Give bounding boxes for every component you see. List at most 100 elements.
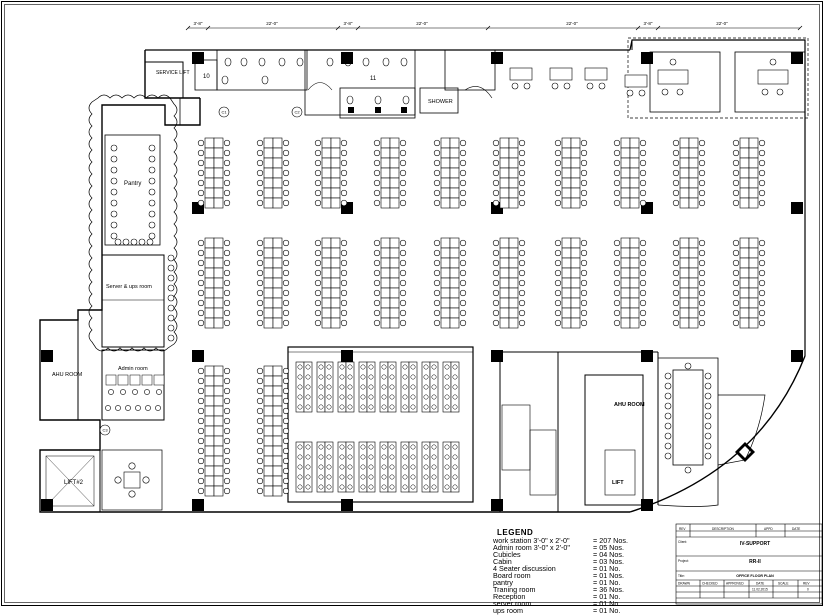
- workstation-desk: [748, 177, 759, 189]
- chair-icon: [554, 309, 562, 317]
- chair-icon: [256, 189, 264, 197]
- chair-icon: [492, 169, 500, 177]
- discussion-table: [123, 471, 141, 489]
- structural-column: [791, 52, 803, 64]
- sheet-inner-border: [4, 4, 820, 603]
- chair-icon: [554, 189, 562, 197]
- chair-icon: [373, 279, 381, 287]
- chair-icon: [580, 139, 588, 147]
- chair-icon: [626, 89, 634, 97]
- chair-icon: [444, 484, 450, 490]
- chair-icon: [256, 309, 264, 317]
- chair-icon: [223, 169, 231, 177]
- chair-icon: [684, 466, 692, 474]
- block-head: REV: [803, 582, 810, 586]
- chair-icon: [318, 374, 324, 380]
- chair-icon: [698, 149, 706, 157]
- workstation-desk: [204, 405, 215, 417]
- chair-icon: [223, 457, 231, 465]
- workstation-desk: [499, 317, 510, 329]
- chair-icon: [297, 464, 303, 470]
- chair-icon: [431, 444, 437, 450]
- structural-column: [341, 499, 353, 511]
- workstation-desk: [263, 237, 274, 249]
- chair-icon: [282, 289, 290, 297]
- chair-icon: [399, 269, 407, 277]
- chair-icon: [664, 382, 672, 390]
- chair-icon: [282, 159, 290, 167]
- chair-icon: [223, 149, 231, 157]
- revision-cloud: [88, 94, 178, 352]
- workstation-desk: [739, 187, 750, 199]
- rev-head: DATE: [792, 527, 800, 531]
- chair-icon: [318, 464, 324, 470]
- workstation-desk: [263, 395, 274, 407]
- legend: LEGEND work station 3'-0" x 2'-0"= 207 N…: [493, 529, 633, 615]
- title-block-text: REV DESCRIPTION APPD DATE Client: IV-SUP…: [678, 527, 810, 592]
- dashed-zone: [627, 37, 809, 119]
- chair-icon: [664, 422, 672, 430]
- toilet-fixtures: [221, 57, 410, 113]
- structural-column: [791, 202, 803, 214]
- workstation-desk: [739, 157, 750, 169]
- chair-icon: [672, 139, 680, 147]
- chair-icon: [580, 249, 588, 257]
- chair-icon: [580, 149, 588, 157]
- chair-icon: [698, 289, 706, 297]
- chair-icon: [314, 289, 322, 297]
- legend-item: 4 Seater discussion= 01 No.: [493, 565, 633, 572]
- workstation-desk: [321, 237, 332, 249]
- workstation-desk: [748, 157, 759, 169]
- workstation-desk: [213, 137, 224, 149]
- chair-icon: [452, 374, 458, 380]
- chair-icon: [256, 269, 264, 277]
- chair-icon: [314, 269, 322, 277]
- block-head: SCALE: [778, 582, 788, 586]
- chair-icon: [340, 139, 348, 147]
- chair-icon: [389, 364, 395, 370]
- chair-icon: [282, 447, 290, 455]
- workstation-desk: [330, 307, 341, 319]
- structural-column: [192, 350, 204, 362]
- workstation-desk: [204, 465, 215, 477]
- chair-icon: [433, 169, 441, 177]
- chair-icon: [256, 377, 264, 385]
- chair-icon: [492, 309, 500, 317]
- chair-icon: [282, 269, 290, 277]
- workstation-desk: [263, 137, 274, 149]
- toilet-block: [144, 49, 496, 119]
- dimension-label: 22'-0": [566, 21, 578, 26]
- workstation-desk: [330, 287, 341, 299]
- workstation-desk: [389, 137, 400, 149]
- chair-icon: [197, 457, 205, 465]
- workstation-desk: [380, 147, 391, 159]
- chair-icon: [197, 139, 205, 147]
- chair-icon: [282, 169, 290, 177]
- chair-icon: [639, 169, 647, 177]
- chair-icon: [672, 189, 680, 197]
- workstation-desk: [570, 257, 581, 269]
- dimension-label: 3'-8": [644, 21, 653, 26]
- workstation-desk: [213, 247, 224, 259]
- chair-icon: [347, 474, 353, 480]
- workstation-desk: [739, 287, 750, 299]
- workstation-desk: [389, 197, 400, 209]
- workstation-desk: [688, 257, 699, 269]
- workstation-desk: [213, 405, 224, 417]
- workstation-desk: [629, 237, 640, 249]
- chair-icon: [339, 474, 345, 480]
- chair-icon: [223, 279, 231, 287]
- chair-icon: [732, 239, 740, 247]
- chair-icon: [282, 309, 290, 317]
- workstation-desk: [748, 257, 759, 269]
- workstation-desk: [380, 307, 391, 319]
- chair-icon: [459, 139, 467, 147]
- chair-icon: [518, 279, 526, 287]
- chair-icon: [410, 444, 416, 450]
- workstation-desk: [321, 177, 332, 189]
- toilet-fixture-icon: [402, 95, 410, 105]
- workstation-desk: [330, 137, 341, 149]
- chair-icon: [410, 454, 416, 460]
- column-markers: C1 C2 C3: [99, 106, 303, 436]
- workstation-desk: [440, 147, 451, 159]
